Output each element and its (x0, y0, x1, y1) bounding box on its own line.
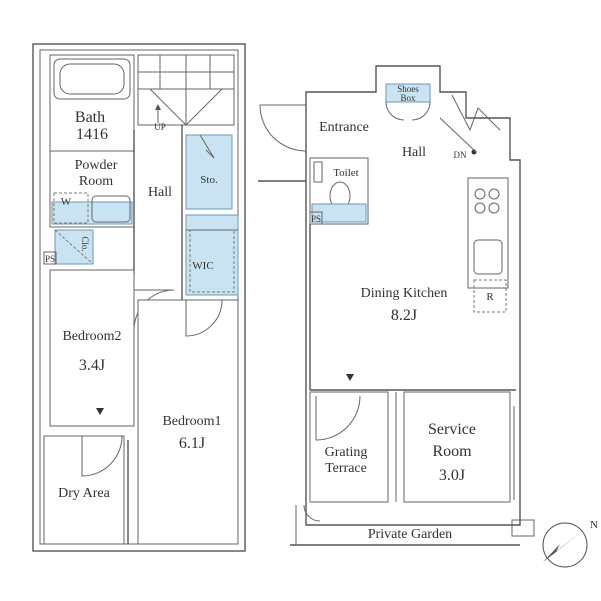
bathtub (53, 58, 131, 100)
stove-icon (474, 188, 500, 214)
ps-right-box (309, 211, 323, 225)
closet-label: Clo. (80, 236, 90, 251)
dining-kitchen-label: Dining Kitchen (361, 286, 448, 301)
washer-box (53, 192, 89, 224)
grating-terrace (309, 391, 389, 503)
kitchen-sink (473, 239, 503, 275)
window-arrow-dining (346, 374, 354, 381)
storage-area (185, 134, 233, 210)
north-label: N (590, 519, 598, 531)
down-label: DN (454, 150, 467, 160)
kitchen-counter (467, 177, 509, 289)
ps-left-box (43, 251, 57, 265)
shoes-box-label-1: Shoes (397, 84, 419, 94)
ps-left-label: PS (45, 254, 55, 264)
compass-icon (542, 522, 588, 568)
bedroom1-room (137, 299, 239, 545)
toilet-label: Toilet (333, 167, 359, 179)
bedroom2-room (49, 269, 135, 427)
service-label-1: Service (428, 421, 476, 438)
service-size-label: 3.0J (439, 467, 465, 484)
ps-right-label: PS (311, 214, 321, 224)
toilet-sink (313, 161, 323, 183)
shoes-box-label-2: Box (400, 93, 416, 103)
washbasin (91, 195, 131, 223)
bath-size-label: 1416 (76, 126, 108, 143)
bedroom2-size-label: 3.4J (79, 357, 105, 374)
toilet-floor (311, 203, 367, 223)
right-floor (258, 65, 535, 546)
service-room (403, 391, 511, 503)
bath-label: Bath (75, 109, 105, 126)
washer-label: W (61, 196, 72, 208)
left-floor (32, 43, 246, 552)
refrigerator-box (473, 279, 507, 313)
bath-room (49, 54, 135, 152)
bedroom1-label: Bedroom1 (162, 414, 221, 429)
powder-label-2: Room (79, 174, 113, 189)
dry-area-room (43, 435, 125, 545)
shoes-box (385, 83, 431, 103)
dry-area-label: Dry Area (58, 486, 110, 501)
hall-left-label: Hall (148, 185, 172, 200)
dining-kitchen-size-label: 8.2J (391, 307, 417, 324)
bathtub-inner (59, 63, 125, 95)
service-label-2: Room (432, 443, 472, 460)
up-label: UP (154, 122, 166, 132)
hall-right-label: Hall (402, 145, 426, 160)
bedroom2-label: Bedroom2 (62, 329, 121, 344)
staircase (137, 54, 235, 126)
storage-label: Sto. (200, 174, 218, 186)
window-arrow-bedroom2 (96, 408, 104, 415)
wic-label: WIC (192, 260, 213, 272)
grating-label-1: Grating (325, 445, 368, 460)
powder-label-1: Powder (75, 158, 118, 173)
grating-label-2: Terrace (325, 461, 367, 476)
bedroom1-size-label: 6.1J (179, 435, 205, 452)
wic-area (185, 214, 239, 296)
private-garden-label: Private Garden (368, 527, 452, 542)
entrance-label: Entrance (319, 120, 369, 135)
refrigerator-label: R (486, 291, 494, 303)
